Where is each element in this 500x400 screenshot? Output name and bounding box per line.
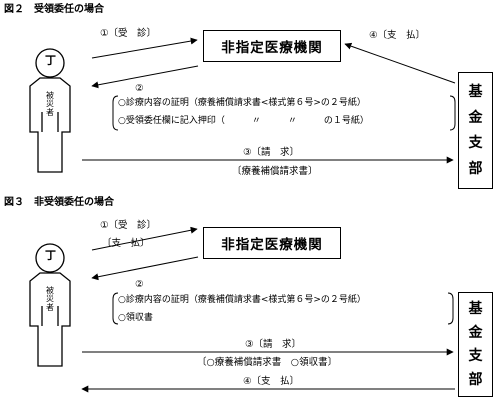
fig2-person-figure [29, 48, 71, 173]
fig2-fund-box: 基金支部 [458, 72, 493, 189]
fig2-arrow-pay [344, 42, 456, 84]
fig3-person-label: 被災者 [46, 286, 54, 312]
fig2-arrow-consult [91, 37, 198, 59]
fig3-step4-label: ④〔支 払〕 [243, 376, 300, 387]
fig2-bracket-left [112, 95, 119, 131]
fig2-step2-num: ② [135, 83, 144, 94]
fig2-person-mark: 丁 [45, 54, 56, 67]
fig2-arrow-certify [91, 65, 199, 89]
fig3-step2-num: ② [135, 279, 144, 290]
fig2-clinic-box: 非指定医療機関 [203, 30, 341, 62]
fig3-arrow-consult [91, 226, 198, 251]
fig3-step1-label: ①〔受 診〕 [100, 220, 157, 231]
fig2-title: 図２ 受領委任の場合 [4, 4, 104, 15]
fig3-arrow-certify [91, 256, 199, 281]
fig2-step2-item-1: ○診療内容の証明（療養補償請求書<様式第６号>の２号紙） [118, 98, 366, 108]
fig3-person-figure [29, 243, 71, 367]
fig3-title: 図３ 非受領委任の場合 [4, 197, 114, 208]
fig3-person-mark: 丁 [45, 249, 56, 262]
fig2-person-label: 被災者 [46, 91, 54, 117]
fig3-bracket-right [447, 292, 454, 325]
fig3-fund-box: 基金支部 [458, 292, 493, 397]
fig2-step2-item-2: ○受領委任欄に記入押印（ 〃 〃 の１号紙） [118, 116, 369, 126]
fig2-step4-label: ④〔支 払〕 [369, 30, 426, 41]
fig3-step3-doc: 〔○療養補償請求書 ○領収書〕 [197, 357, 338, 368]
fig3-step3-label: ③〔請 求〕 [245, 339, 302, 350]
fig3-step2-item-2: ○領収書 [118, 313, 153, 323]
fig2-step3-doc: 〔療養補償請求書〕 [232, 166, 318, 177]
fig3-step2-item-1: ○診療内容の証明（療養補償請求書<様式第６号>の２号紙） [118, 295, 366, 305]
fig3-bracket-left [112, 292, 119, 325]
fig2-step3-label: ③〔請 求〕 [243, 147, 300, 158]
fig3-step1-pay-label: 〔支 払〕 [102, 238, 150, 249]
fig3-clinic-box: 非指定医療機関 [203, 227, 341, 259]
fig2-step1-label: ①〔受 診〕 [100, 28, 157, 39]
fig2-bracket-right [449, 95, 456, 131]
